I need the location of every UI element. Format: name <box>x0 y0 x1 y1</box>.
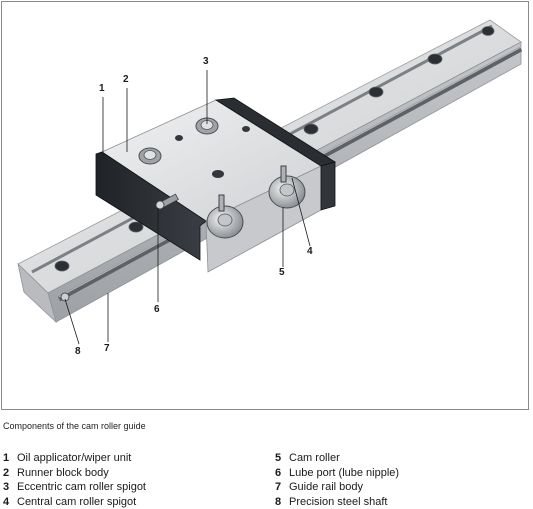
legend-number: 2 <box>3 466 10 479</box>
legend-number: 1 <box>3 452 10 464</box>
callout-5: 5 <box>279 267 285 278</box>
callout-1: 1 <box>99 83 105 94</box>
legend-item-8: 8 Precision steel shaft <box>275 495 399 509</box>
legend-number: 8 <box>275 495 282 508</box>
leader-4 <box>291 177 311 247</box>
legend-label: Cam roller <box>289 452 340 464</box>
legend-number: 7 <box>275 481 282 493</box>
legend-label: Eccentric cam roller spigot <box>17 481 146 493</box>
rail-hole <box>368 86 384 98</box>
callout-3: 3 <box>203 56 209 67</box>
legend-label: Runner block body <box>17 466 109 479</box>
legend-left: 1 Oil applicator/wiper unit 2 Runner block… <box>3 451 146 509</box>
legend-label: Central cam roller spigot <box>17 495 137 508</box>
legend-item-1: 1 Oil applicator/wiper unit <box>3 451 146 466</box>
legend-label: Lube port (lube nipple) <box>289 466 400 479</box>
legend-number: 4 <box>3 495 10 508</box>
legend-right: 5 Cam roller 6 Lube port (lube nipple) 7 Gu… <box>275 451 399 509</box>
legend-item-2: 2 Runner block body <box>3 466 146 481</box>
guide-rail-end <box>17 262 57 324</box>
callout-2: 2 <box>123 74 129 85</box>
legend-number: 6 <box>275 466 282 479</box>
rail-hole <box>427 53 443 65</box>
figure-caption: Components of the cam roller guide <box>3 421 146 431</box>
legend-number: 3 <box>3 481 10 493</box>
shaft-end <box>60 292 70 302</box>
legend-label: Oil applicator/wiper unit <box>17 452 132 464</box>
rail-hole <box>481 26 495 36</box>
figure-frame: 1 2 3 4 5 6 7 8 <box>1 1 529 410</box>
leader-8 <box>64 298 80 345</box>
legend-item-4: 4 Central cam roller spigot <box>3 495 146 509</box>
callout-4: 4 <box>307 246 313 257</box>
rail-hole <box>128 221 144 233</box>
callout-6: 6 <box>154 304 160 315</box>
callout-7: 7 <box>104 343 110 354</box>
legend-item-5: 5 Cam roller <box>275 451 399 466</box>
eccentric-spigot-top <box>138 117 219 165</box>
cam-roller-guide-illustration <box>17 19 523 345</box>
rail-hole <box>303 123 319 135</box>
legend-item-6: 6 Lube port (lube nipple) <box>275 466 399 481</box>
lube-port <box>155 193 179 210</box>
callout-8: 8 <box>75 346 81 357</box>
legend-item-7: 7 Guide rail body <box>275 480 399 495</box>
legend-number: 5 <box>275 452 282 464</box>
cam-roller <box>206 175 306 239</box>
legend-label: Guide rail body <box>289 481 363 493</box>
rail-hole <box>54 260 70 272</box>
legend-item-3: 3 Eccentric cam roller spigot <box>3 480 146 495</box>
oil-applicator-wiper-unit <box>95 151 207 261</box>
legend-label: Precision steel shaft <box>289 495 388 508</box>
